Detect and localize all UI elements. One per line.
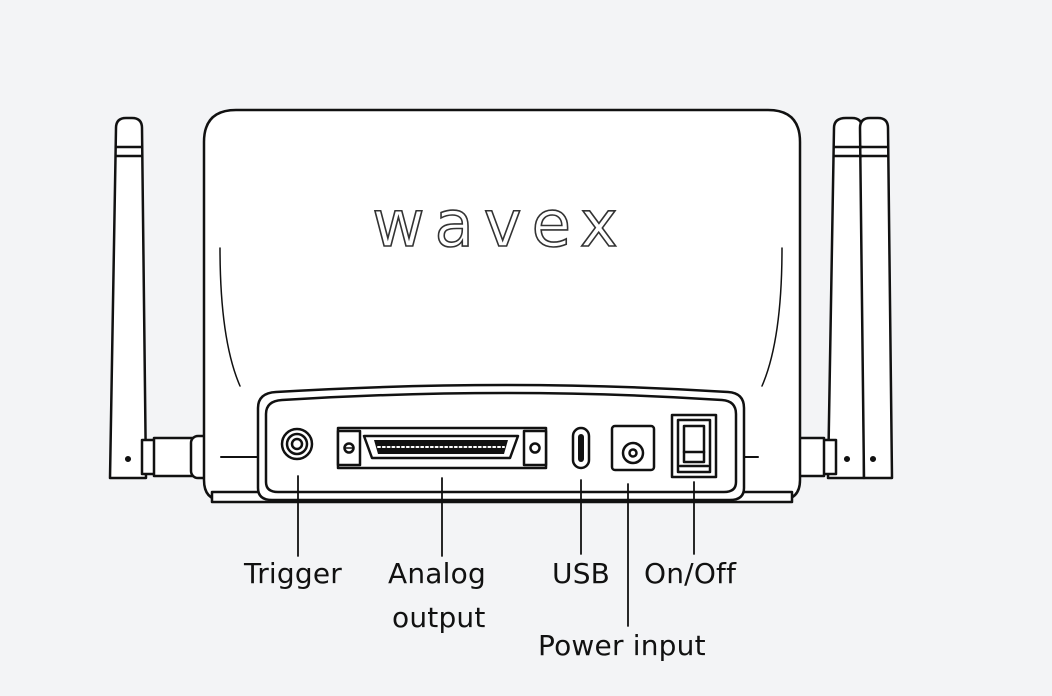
brand-logo: wavex [372, 188, 628, 262]
usb-label: USB [552, 557, 611, 590]
trigger-label: Trigger [244, 557, 342, 590]
analog-output-connector [336, 426, 548, 470]
usb-port [571, 426, 591, 470]
analog-label-line1: Analog [388, 557, 486, 590]
trigger-jack [280, 427, 314, 461]
callout-lines [297, 475, 695, 627]
power-input-jack [610, 424, 656, 472]
on-off-switch [670, 413, 718, 479]
onoff-label: On/Off [644, 557, 737, 590]
analog-label-line2: output [392, 601, 486, 634]
power-input-label: Power input [538, 629, 706, 662]
